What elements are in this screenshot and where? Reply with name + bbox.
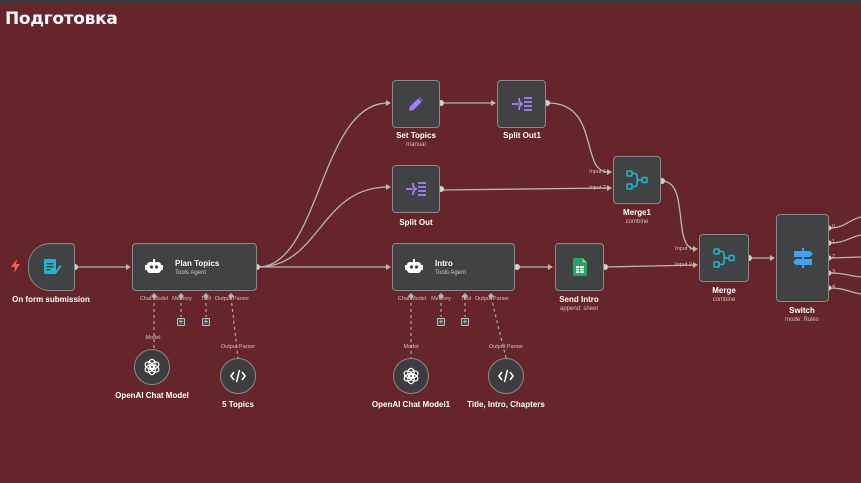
split-out-title: Split Out bbox=[399, 218, 433, 227]
top-bar bbox=[0, 0, 861, 3]
intro-add-tool-button[interactable]: + bbox=[461, 317, 469, 326]
code-icon bbox=[230, 369, 246, 383]
openai-icon bbox=[143, 358, 161, 376]
openai-model1-title: OpenAI Chat Model1 bbox=[371, 400, 451, 409]
form-icon bbox=[42, 257, 62, 277]
merge1-input-2-label: Input 2 bbox=[589, 185, 606, 191]
wire-intro-parser bbox=[490, 296, 507, 359]
wire-plan-parser bbox=[230, 296, 239, 359]
plan-topics-subtitle: Tools Agent bbox=[175, 269, 207, 276]
plan-port-memory: Memory bbox=[172, 296, 192, 302]
code-icon bbox=[498, 369, 514, 383]
merge-input-1-label: Input 1 bbox=[675, 246, 692, 252]
switch-icon bbox=[792, 248, 814, 268]
intro-add-memory-button[interactable]: + bbox=[437, 317, 445, 326]
node-intro[interactable]: Intro Tools Agent bbox=[392, 243, 515, 291]
five-topics-title: 5 Topics bbox=[222, 400, 254, 409]
node-split-out[interactable] bbox=[392, 165, 440, 213]
title-intro-chapters-title: Title, Intro, Chapters bbox=[467, 400, 545, 409]
robot-icon bbox=[145, 259, 163, 275]
plan-add-memory-button[interactable]: + bbox=[177, 317, 185, 326]
node-merge[interactable] bbox=[699, 234, 749, 282]
split-icon bbox=[405, 180, 427, 198]
intro-port-memory: Memory bbox=[431, 296, 451, 302]
merge1-input-1-label: Input 1 bbox=[589, 169, 606, 175]
merge-subtitle: combine bbox=[712, 297, 736, 303]
intro-title: Intro bbox=[435, 258, 453, 268]
plan-add-tool-button[interactable]: + bbox=[202, 317, 210, 326]
merge-input-2-label: Input 2 bbox=[675, 262, 692, 268]
switch-output-2: 2 bbox=[832, 254, 836, 260]
plan-topics-title: Plan Topics bbox=[175, 258, 220, 268]
plan-port-chat-model: Chat Model bbox=[139, 296, 169, 302]
form-trigger-title: On form submission bbox=[12, 295, 90, 304]
split-out1-title: Split Out1 bbox=[503, 131, 541, 140]
wire-plan-to-splitout bbox=[257, 186, 389, 268]
wire-switch-out-4 bbox=[829, 287, 861, 295]
wire-splitout-to-merge1 bbox=[440, 187, 609, 191]
merge1-title: Merge1 bbox=[622, 208, 652, 217]
switch-title: Switch bbox=[789, 306, 815, 315]
split-icon bbox=[511, 95, 533, 113]
switch-output-3: 3 bbox=[832, 269, 836, 275]
node-form-trigger[interactable] bbox=[28, 243, 75, 291]
switch-output-0: 0 bbox=[832, 224, 836, 230]
node-openai-chat-model[interactable] bbox=[134, 349, 170, 385]
wire-switch-out-3 bbox=[829, 272, 861, 278]
trigger-bolt-icon bbox=[11, 259, 20, 278]
switch-output-1: 1 bbox=[832, 239, 836, 245]
plan-port-tool: Tool bbox=[200, 296, 212, 302]
switch-subtitle: mode: Rules bbox=[785, 317, 819, 323]
openai-model-title: OpenAI Chat Model bbox=[115, 391, 189, 400]
intro-subtitle: Tools Agent bbox=[435, 269, 467, 276]
node-split-out1[interactable] bbox=[497, 80, 546, 128]
wire-switch-out-2 bbox=[829, 256, 861, 259]
merge-icon bbox=[626, 170, 648, 190]
robot-icon bbox=[405, 259, 423, 275]
node-send-intro[interactable] bbox=[555, 243, 604, 291]
node-plan-topics[interactable]: Plan Topics Tools Agent bbox=[132, 243, 257, 291]
title-intro-chapters-port-label: Output Parser bbox=[488, 344, 524, 350]
five-topics-port-label: Output Parser bbox=[220, 344, 256, 350]
openai-icon bbox=[402, 367, 420, 385]
wire-switch-out-0 bbox=[829, 216, 861, 229]
sheets-icon bbox=[572, 258, 587, 276]
node-set-topics[interactable] bbox=[392, 80, 440, 128]
merge-icon bbox=[713, 248, 735, 268]
set-topics-title: Set Topics bbox=[396, 131, 436, 140]
wire-merge1-to-merge bbox=[661, 180, 696, 250]
send-intro-subtitle: append: sheet bbox=[559, 306, 599, 312]
intro-port-chat-model: Chat Model bbox=[397, 296, 427, 302]
intro-port-tool: Tool bbox=[460, 296, 472, 302]
switch-output-4: 4 bbox=[832, 284, 836, 290]
page-title: Подготовка bbox=[5, 9, 118, 29]
wire-plan-to-settopics bbox=[257, 102, 389, 268]
node-merge1[interactable] bbox=[613, 156, 661, 204]
set-topics-subtitle: manual bbox=[406, 142, 426, 148]
merge-title: Merge bbox=[712, 286, 736, 295]
intro-port-output-parser: Output Parser bbox=[474, 296, 510, 302]
node-5-topics[interactable] bbox=[220, 358, 256, 394]
wire-switch-out-1 bbox=[829, 234, 861, 244]
node-title-intro-chapters[interactable] bbox=[488, 358, 524, 394]
wire-splitout1-to-merge1 bbox=[547, 102, 609, 173]
node-switch[interactable] bbox=[776, 214, 829, 302]
merge1-subtitle: combine bbox=[625, 219, 649, 225]
node-openai-chat-model1[interactable] bbox=[393, 358, 429, 394]
send-intro-title: Send Intro bbox=[559, 295, 599, 304]
pencil-icon bbox=[406, 94, 426, 114]
openai-model1-port-label: Model bbox=[403, 344, 419, 350]
openai-model-port-label: Model bbox=[145, 335, 161, 341]
plan-port-output-parser: Output Parser bbox=[214, 296, 250, 302]
wire-sendintro-to-merge bbox=[605, 264, 696, 268]
